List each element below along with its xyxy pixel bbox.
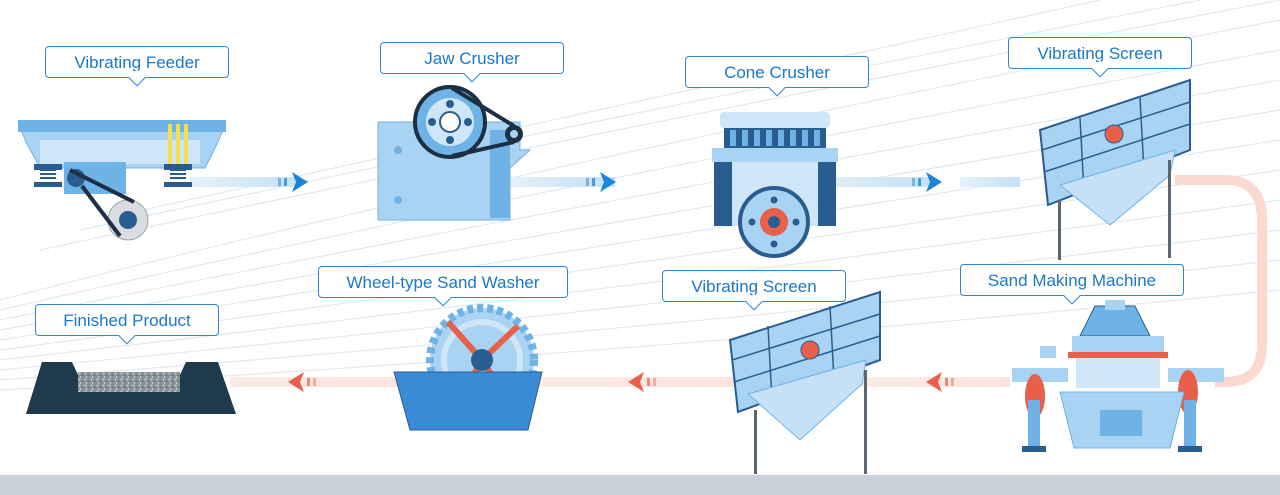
forward-flow-bands [190, 177, 1020, 187]
label-vibrating-screen-top: Vibrating Screen [1008, 37, 1192, 69]
sand-making-machine-icon [1012, 300, 1224, 452]
sand-washer-icon [393, 304, 543, 431]
arrow-left-icon [926, 372, 954, 392]
jaw-crusher-icon [377, 85, 532, 221]
return-flow-bands [230, 377, 1010, 387]
arrow-left-icon [628, 372, 656, 392]
arrow-right-icon [586, 172, 616, 192]
label-vibrating-screen-bottom: Vibrating Screen [662, 270, 846, 302]
label-cone-crusher: Cone Crusher [685, 56, 869, 88]
finished-product-icon [26, 362, 236, 414]
label-finished-product: Finished Product [35, 304, 219, 336]
arrow-right-icon [912, 172, 942, 192]
return-loop [1175, 175, 1267, 387]
cone-crusher-icon [712, 112, 838, 258]
vibrating-screen-icon [1038, 78, 1191, 260]
footer-bar [0, 475, 1280, 495]
vibrating-screen-icon [728, 290, 881, 474]
label-jaw-crusher: Jaw Crusher [380, 42, 564, 74]
label-wheel-sand-washer: Wheel-type Sand Washer [318, 266, 568, 298]
label-vibrating-feeder: Vibrating Feeder [45, 46, 229, 78]
label-sand-making-machine: Sand Making Machine [960, 264, 1184, 296]
arrow-right-icon [278, 172, 308, 192]
vibrating-feeder-icon [17, 120, 227, 241]
arrow-left-icon [288, 372, 316, 392]
